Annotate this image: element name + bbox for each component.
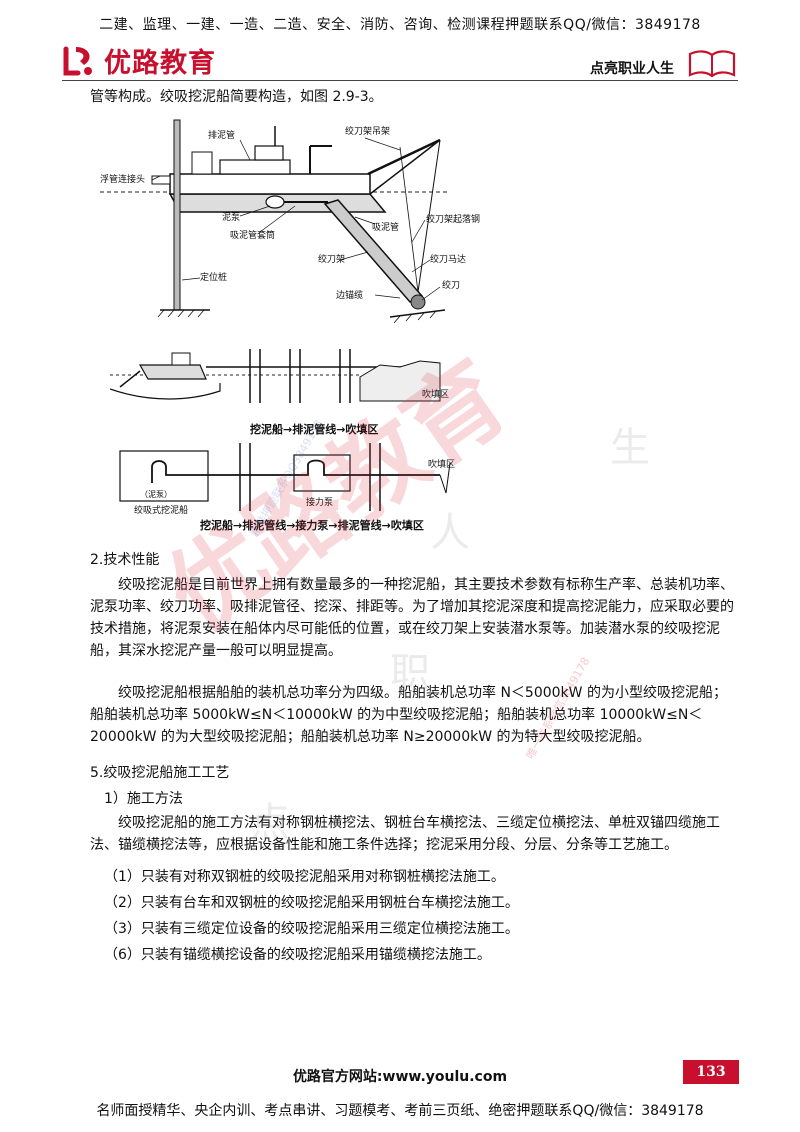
caption-1: 挖泥船→排泥管线→吹填区 xyxy=(250,422,378,436)
label-suction-sleeve: 吸泥管套筒 xyxy=(230,229,275,241)
label-suction-pipe: 吸泥管 xyxy=(372,221,399,233)
label-cutter-ladder: 绞刀架 xyxy=(318,253,345,265)
section2-heading: 2.技术性能 xyxy=(90,552,160,568)
fill-area-1: 吹填区 xyxy=(422,388,449,400)
section5-para: 绞吸挖泥船的施工方法有对称钢桩横挖法、钢桩台车横挖法、三缆定位横挖法、单桩双锚四… xyxy=(90,815,720,853)
label-cutter-frame: 绞刀架吊架 xyxy=(345,125,390,137)
youlu-logo-icon xyxy=(63,46,92,76)
watermark-char: 生 xyxy=(610,425,650,471)
label-cutter-motor: 绞刀马达 xyxy=(430,253,466,265)
label-side-wire: 边锚缆 xyxy=(336,289,363,301)
section2-para2: 绞吸挖泥船根据船舶的装机总功率分为四级。船舶装机总功率 N＜5000kW 的为小… xyxy=(90,685,727,745)
open-book-icon xyxy=(688,50,736,78)
method-item: （6）只装有锚缆横挖设备的绞吸挖泥船采用锚缆横挖法施工。 xyxy=(104,947,491,963)
slogan: 点亮职业人生 xyxy=(590,61,674,77)
label-cutter: 绞刀 xyxy=(442,279,460,291)
brand-logo: 优路教育 xyxy=(62,40,216,80)
header-rule xyxy=(62,80,738,81)
footer-site: 优路官方网站:www.youlu.com xyxy=(292,1069,508,1085)
brand-name: 优路教育 xyxy=(104,47,216,79)
method-item: （1）只装有对称双钢桩的绞吸挖泥船采用对称钢桩横挖法施工。 xyxy=(104,869,505,885)
fill-area-2: 吹填区 xyxy=(428,458,455,470)
label-hoist-wire: 绞刀架起落钢缆 xyxy=(426,213,480,225)
intro-text: 管等构成。绞吸挖泥船简要构造，如图 2.9-3。 xyxy=(90,89,383,105)
section5-sub1: 1）施工方法 xyxy=(104,791,183,807)
dredger-label: 绞吸式挖泥船 xyxy=(134,504,188,516)
footer-banner: 名师面授精华、央企内训、考点串讲、习题模考、考前三页纸、绝密押题联系QQ/微信：… xyxy=(96,1103,704,1119)
booster-label: 接力泵 xyxy=(306,496,333,508)
dredger-structure-diagram: 排泥管 绞刀架吊架 浮管连接头 泥泵 吸泥管套筒 吸泥管 绞刀架起落钢缆 绞刀架… xyxy=(100,119,480,324)
section2-para1: 绞吸挖泥船是目前世界上拥有数量最多的一种挖泥船，其主要技术参数有标称生产率、总装… xyxy=(90,577,734,659)
page-number: 133 xyxy=(683,1060,739,1084)
method-item: （2）只装有台车和双钢桩的绞吸挖泥船采用钢桩台车横挖法施工。 xyxy=(104,895,519,911)
label-float-joint: 浮管连接头 xyxy=(100,173,145,185)
header-banner: 二建、监理、一建、一造、二造、安全、消防、咨询、检测课程押题联系QQ/微信：38… xyxy=(99,17,701,33)
discharge-line-diagram: 吹填区 挖泥船→排泥管线→吹填区 吹填区 （泥泵） 绞吸式挖泥船 接力泵 挖泥船… xyxy=(110,349,455,532)
section5-heading: 5.绞吸挖泥船施工工艺 xyxy=(90,765,230,781)
caption-2: 挖泥船→排泥管线→接力泵→排泥管线→吹填区 xyxy=(200,518,424,532)
label-pump: 泥泵 xyxy=(222,212,240,223)
method-item: （3）只装有三缆定位设备的绞吸挖泥船采用三缆定位横挖法施工。 xyxy=(104,921,519,937)
label-pipe: 排泥管 xyxy=(208,129,235,141)
label-spud: 定位桩 xyxy=(200,271,227,283)
pump-paren: （泥泵） xyxy=(140,490,172,499)
